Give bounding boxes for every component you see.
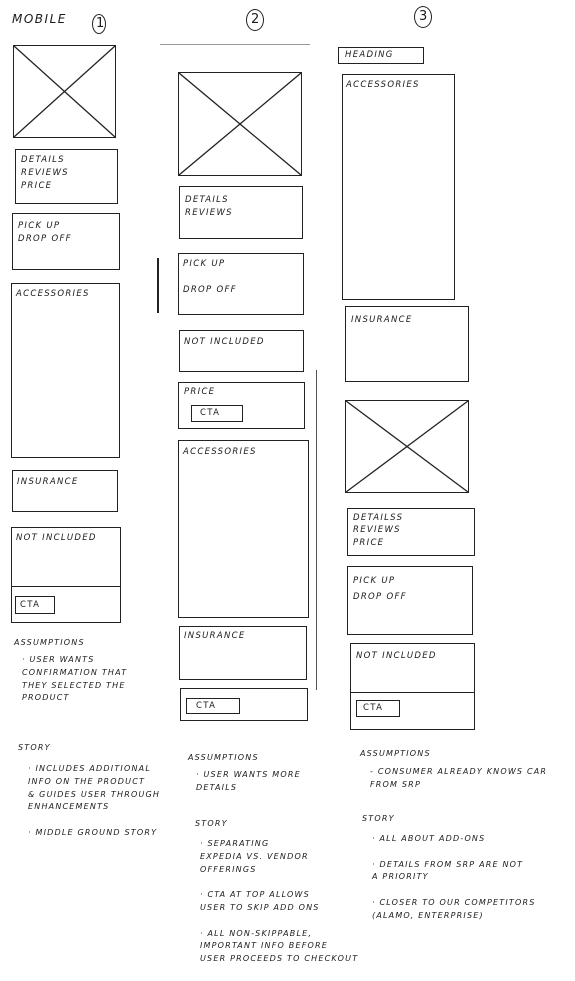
col1-pickup-block: Pick up Drop off bbox=[12, 213, 120, 270]
col2-cta-label: CTA bbox=[196, 701, 217, 711]
col3-image-placeholder bbox=[345, 400, 469, 493]
column-3-number-circle bbox=[414, 6, 432, 28]
col3-details-label: Detailss Reviews Price bbox=[353, 513, 404, 548]
col2-pickup-label: Pick up Drop off bbox=[183, 259, 237, 296]
col3-insurance-block: Insurance bbox=[345, 306, 469, 382]
col1-not-included-block: Not included CTA bbox=[11, 527, 121, 623]
col1-accessories-label: Accessories bbox=[16, 289, 90, 299]
col1-story-title: Story bbox=[18, 743, 51, 752]
col3-assumptions-text: - Consumer already knows car from SRP bbox=[370, 767, 548, 789]
col2-story-title: Story bbox=[195, 819, 228, 828]
col2-price-label: Price bbox=[184, 387, 216, 397]
col2-insurance-block: Insurance bbox=[179, 626, 307, 680]
col2-right-stroke bbox=[316, 370, 317, 690]
col2-cta-top-button: CTA bbox=[191, 405, 243, 422]
col2-not-included-block: Not included bbox=[179, 330, 304, 372]
col1-accessories-block: Accessories bbox=[11, 283, 120, 458]
column-2-number: 2 bbox=[251, 12, 260, 27]
column-2-top-rule bbox=[160, 44, 310, 45]
col1-details-label: Details Reviews Price bbox=[21, 155, 69, 192]
col3-heading-label: Heading bbox=[345, 50, 394, 60]
col3-cta-button: CTA bbox=[356, 700, 400, 717]
col1-pickup-label: Pick up Drop off bbox=[18, 221, 72, 245]
col2-price-block: Price CTA bbox=[178, 382, 305, 429]
col1-divider bbox=[12, 586, 120, 587]
col1-story-text: · Includes additional info on the produc… bbox=[28, 764, 161, 837]
col2-pickup-block: Pick up Drop off bbox=[178, 253, 304, 315]
col2-details-block: Details Reviews bbox=[179, 186, 303, 239]
col1-cta-label: CTA bbox=[20, 600, 41, 610]
col1-assumptions-title: Assumptions bbox=[14, 638, 85, 647]
col2-assumptions-text: · User wants more details bbox=[196, 770, 301, 792]
column-1-number-circle bbox=[92, 14, 106, 34]
col1-image-cross-icon bbox=[14, 46, 115, 137]
col3-story-title: Story bbox=[362, 814, 395, 823]
col3-insurance-label: Insurance bbox=[351, 315, 413, 325]
col3-pickup-label: Pick up Drop off bbox=[353, 576, 407, 603]
col2-left-stroke bbox=[157, 258, 159, 313]
col2-image-placeholder bbox=[178, 72, 302, 176]
col1-cta-button: CTA bbox=[15, 596, 55, 614]
col2-accessories-block: Accessories bbox=[178, 440, 309, 618]
col2-not-included-label: Not included bbox=[184, 337, 265, 347]
column-3-number: 3 bbox=[419, 9, 428, 24]
col1-assumptions-text: · User wants confirmation that they sele… bbox=[22, 655, 128, 703]
col3-not-included-label: Not included bbox=[356, 651, 437, 661]
col2-image-cross-icon bbox=[179, 73, 301, 175]
col2-insurance-label: Insurance bbox=[184, 631, 246, 641]
col3-details-block: Detailss Reviews Price bbox=[347, 508, 475, 556]
col1-image-placeholder bbox=[13, 45, 116, 138]
col1-insurance-label: Insurance bbox=[17, 477, 79, 487]
col3-pickup-block: Pick up Drop off bbox=[347, 566, 473, 635]
col2-details-label: Details Reviews bbox=[185, 195, 233, 219]
column-1-number: 1 bbox=[96, 16, 105, 31]
col2-cta-top-label: CTA bbox=[200, 408, 221, 418]
col2-accessories-label: Accessories bbox=[183, 447, 257, 457]
col2-assumptions-title: Assumptions bbox=[188, 753, 259, 762]
col3-heading-block: Heading bbox=[338, 47, 424, 64]
col2-cta-button: CTA bbox=[186, 698, 240, 714]
col3-story-text: · All about add-ons · Details from SRP a… bbox=[372, 834, 536, 920]
column-2-number-circle bbox=[246, 9, 264, 31]
col3-divider bbox=[351, 692, 474, 693]
col2-cta-container: CTA bbox=[180, 688, 308, 721]
col1-insurance-block: Insurance bbox=[12, 470, 118, 512]
col1-details-block: Details Reviews Price bbox=[15, 149, 118, 204]
col3-not-included-block: Not included CTA bbox=[350, 643, 475, 730]
col3-image-cross-icon bbox=[346, 401, 468, 492]
col2-story-text: · Separating Expedia vs. vendor offering… bbox=[200, 839, 359, 964]
col3-accessories-block: Accessories bbox=[342, 74, 455, 300]
col3-accessories-label: Accessories bbox=[346, 80, 420, 90]
col3-cta-label: CTA bbox=[363, 703, 384, 713]
col1-not-included-label: Not included bbox=[16, 533, 97, 543]
page-title: Mobile bbox=[12, 12, 67, 26]
col3-assumptions-title: Assumptions bbox=[360, 749, 431, 758]
